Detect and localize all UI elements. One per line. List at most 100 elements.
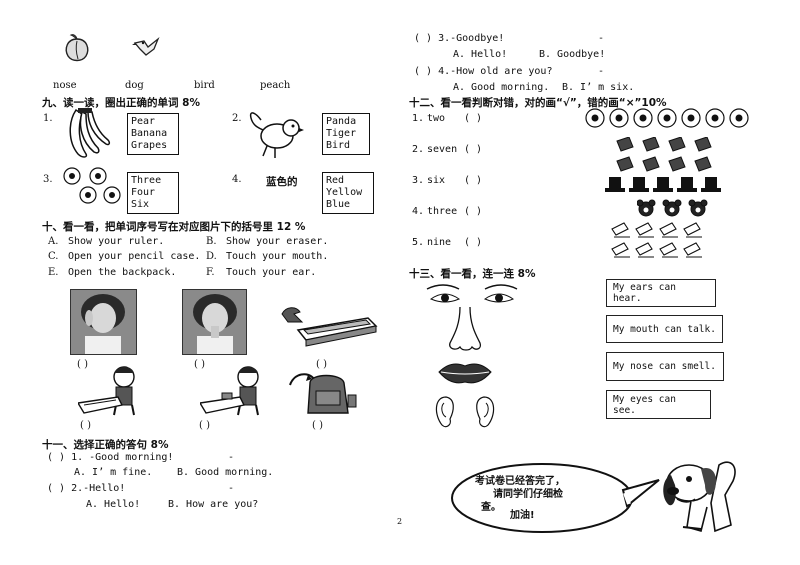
- peach-picture: [62, 33, 92, 63]
- question-stem[interactable]: ( ) 4.-How old are you?: [414, 66, 553, 77]
- word-option[interactable]: Blue: [326, 199, 351, 210]
- item-word: two: [427, 113, 446, 124]
- label-bird: bird: [194, 80, 215, 91]
- speech-bubble: [447, 460, 667, 540]
- bubble-line-4: 加油!: [510, 510, 535, 521]
- item-number: 3.: [412, 175, 425, 186]
- section12-title: 十二、看一看判断对错，对的画“√”，错的画“×”10%: [409, 97, 667, 109]
- page-number: 2: [397, 517, 403, 526]
- choice-b: B. Good morning.: [177, 467, 274, 478]
- question-stem[interactable]: ( ) 1. -Good morning!: [47, 452, 174, 463]
- option-text: Open the backpack.: [68, 267, 177, 278]
- choice-a: A. Hello!: [453, 49, 508, 60]
- item-number: 1.: [43, 113, 53, 124]
- section13-title: 十三、看一看，连一连 8%: [409, 268, 536, 280]
- sentence-box-eyes[interactable]: My eyes can see.: [606, 390, 711, 419]
- option-text: Open your pencil case.: [68, 251, 201, 262]
- ears-picture: [432, 395, 498, 429]
- nose-picture: [440, 305, 490, 355]
- option-text: Show your eraser.: [226, 236, 329, 247]
- soccer-balls-row: [585, 107, 785, 129]
- answer-blank[interactable]: ( ): [80, 420, 91, 431]
- section9-title: 九、读一读，圈出正确的单词 8%: [42, 97, 200, 109]
- answer-dash: -: [228, 483, 235, 494]
- answer-dash: -: [598, 66, 605, 77]
- answer-blank[interactable]: ( ): [194, 359, 205, 370]
- choice-a: A. Good morning.: [453, 82, 550, 93]
- bubble-line-3: 查。: [481, 502, 501, 513]
- answer-dash: -: [598, 33, 605, 44]
- bubble-line-1: 考试卷已经答完了，: [475, 476, 565, 487]
- option-letter: E.: [48, 267, 59, 278]
- choice-b: B. I’ m six.: [562, 82, 635, 93]
- choice-a: A. I’ m fine.: [74, 467, 153, 478]
- item-number: 4.: [232, 174, 242, 185]
- label-dog: dog: [125, 80, 144, 91]
- eyes-picture: [425, 283, 525, 307]
- sentence-box-ears[interactable]: My ears can hear.: [606, 279, 716, 307]
- word-option[interactable]: Bird: [326, 140, 351, 151]
- word-option[interactable]: Four: [131, 187, 156, 198]
- item-word: three: [427, 206, 458, 217]
- option-letter: D.: [206, 251, 217, 262]
- open-pencil-case-picture: [280, 300, 380, 348]
- choice-b: B. How are you?: [168, 499, 259, 510]
- word-option[interactable]: Grapes: [131, 140, 168, 151]
- word-option[interactable]: Six: [131, 199, 150, 210]
- option-text: Show your ruler.: [68, 236, 165, 247]
- backpack-picture: [286, 365, 358, 419]
- word-box-numbers: Three Four Six: [127, 172, 179, 214]
- judge-blank[interactable]: ( ): [464, 237, 483, 248]
- judge-blank[interactable]: ( ): [464, 206, 483, 217]
- dog-picture: [661, 455, 741, 535]
- sentence-box-nose[interactable]: My nose can smell.: [606, 352, 724, 381]
- word-box-colors: Red Yellow Blue: [322, 172, 374, 214]
- item-number: 2.: [232, 113, 242, 124]
- bubble-line-2: 请同学们仔细检: [493, 489, 563, 500]
- item-word: nine: [427, 237, 452, 248]
- judge-blank[interactable]: ( ): [464, 175, 483, 186]
- bird-picture: [132, 33, 162, 61]
- teddy-bears-row: [637, 199, 717, 219]
- label-peach: peach: [260, 80, 291, 91]
- judge-blank[interactable]: ( ): [464, 144, 483, 155]
- answer-blank[interactable]: ( ): [316, 359, 327, 370]
- item-word: seven: [427, 144, 458, 155]
- question-stem[interactable]: ( ) 2.-Hello!: [47, 483, 126, 494]
- judge-blank[interactable]: ( ): [464, 113, 483, 124]
- answer-dash: -: [228, 452, 235, 463]
- word-option[interactable]: Tiger: [326, 128, 357, 139]
- boy-show-ruler-picture: [78, 363, 148, 417]
- option-letter: C.: [48, 251, 59, 262]
- word-option[interactable]: Yellow: [326, 187, 363, 198]
- answer-blank[interactable]: ( ): [312, 420, 323, 431]
- choice-a: A. Hello!: [86, 499, 141, 510]
- item-number: 1.: [412, 113, 425, 124]
- boy-show-eraser-picture: [200, 363, 270, 417]
- banana-picture: [66, 108, 112, 160]
- mouth-picture: [437, 360, 493, 386]
- word-option[interactable]: Panda: [326, 116, 357, 127]
- word-box-animals: Panda Tiger Bird: [322, 113, 370, 155]
- word-option[interactable]: Pear: [131, 116, 156, 127]
- item-number: 5.: [412, 237, 425, 248]
- answer-blank[interactable]: ( ): [199, 420, 210, 431]
- option-letter: F.: [206, 267, 215, 278]
- question-stem[interactable]: ( ) 3.-Goodbye!: [414, 33, 505, 44]
- word-option[interactable]: Red: [326, 175, 345, 186]
- section11-title: 十一、选择正确的答句 8%: [42, 439, 169, 451]
- sentence-box-mouth[interactable]: My mouth can talk.: [606, 315, 723, 343]
- option-text: Touch your ear.: [226, 267, 317, 278]
- item-number: 2.: [412, 144, 425, 155]
- option-text: Touch your mouth.: [226, 251, 329, 262]
- item-number: 3.: [43, 174, 53, 185]
- hats-row: [605, 175, 745, 195]
- color-prompt: 蓝色的: [266, 176, 298, 188]
- answer-blank[interactable]: ( ): [77, 359, 88, 370]
- word-option[interactable]: Banana: [131, 128, 168, 139]
- option-letter: B.: [206, 236, 217, 247]
- choice-b: B. Goodbye!: [539, 49, 606, 60]
- word-option[interactable]: Three: [131, 175, 162, 186]
- item-number: 4.: [412, 206, 425, 217]
- label-nose: nose: [53, 80, 77, 91]
